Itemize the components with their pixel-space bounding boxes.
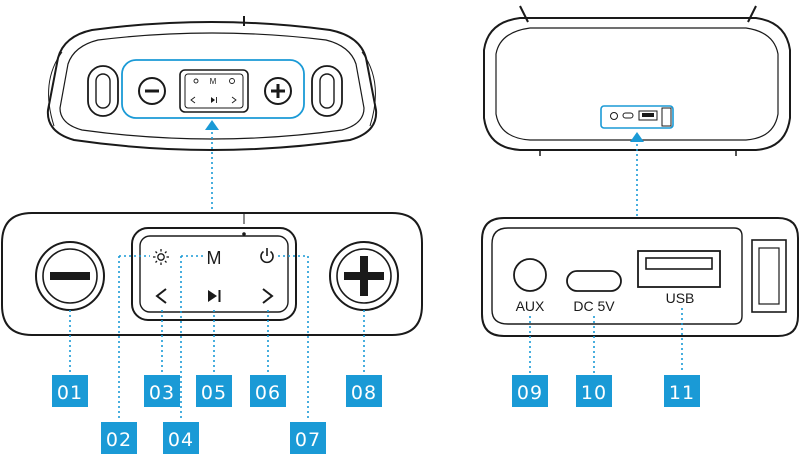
svg-text:05: 05 [201, 382, 227, 404]
next-button[interactable] [263, 289, 272, 303]
plus-button[interactable] [330, 242, 398, 310]
mini-panel-icons: M [191, 77, 236, 103]
svg-text:08: 08 [351, 382, 377, 404]
plus-icon [344, 256, 384, 296]
callout-06: 06 [250, 375, 286, 407]
aux-label: AUX [516, 298, 545, 314]
power-button[interactable] [261, 248, 273, 262]
dc-port[interactable] [567, 271, 621, 291]
svg-text:11: 11 [669, 382, 695, 404]
callout-08: 08 [346, 375, 382, 407]
sun-icon [153, 249, 169, 265]
callout-01: 01 [52, 375, 88, 407]
callout-03: 03 [144, 375, 180, 407]
play-pause-icon [208, 290, 221, 302]
minus-icon [50, 272, 90, 280]
svg-text:10: 10 [581, 382, 607, 404]
usb-port[interactable] [638, 251, 720, 287]
callout-07: 07 [290, 422, 326, 454]
power-icon [261, 248, 273, 262]
minus-button[interactable] [36, 242, 104, 310]
light-button[interactable] [153, 249, 169, 265]
callout-09: 09 [512, 375, 548, 407]
ports-panel-enlarged [482, 218, 798, 336]
callout-05: 05 [196, 375, 232, 407]
svg-text:02: 02 [106, 429, 132, 451]
usb-label: USB [666, 290, 695, 306]
callout-11: 11 [664, 375, 700, 407]
svg-text:01: 01 [57, 382, 83, 404]
chevron-left-icon [157, 289, 166, 303]
svg-text:03: 03 [149, 382, 175, 404]
prev-button[interactable] [157, 289, 166, 303]
arrow-head-ports [630, 132, 644, 142]
svg-text:M: M [210, 77, 217, 86]
aux-port[interactable] [514, 259, 546, 291]
callout-02: 02 [101, 422, 137, 454]
chevron-right-icon [263, 289, 272, 303]
mode-button[interactable]: M [207, 248, 222, 268]
mode-letter-icon: M [207, 248, 222, 268]
callout-10: 10 [576, 375, 612, 407]
callout-04: 04 [163, 422, 199, 454]
svg-text:07: 07 [295, 429, 321, 451]
svg-text:04: 04 [168, 429, 194, 451]
svg-text:09: 09 [517, 382, 543, 404]
play-pause-button[interactable] [208, 290, 221, 302]
arrow-head-controls [205, 120, 219, 130]
svg-text:06: 06 [255, 382, 281, 404]
dc-label: DC 5V [573, 298, 615, 314]
